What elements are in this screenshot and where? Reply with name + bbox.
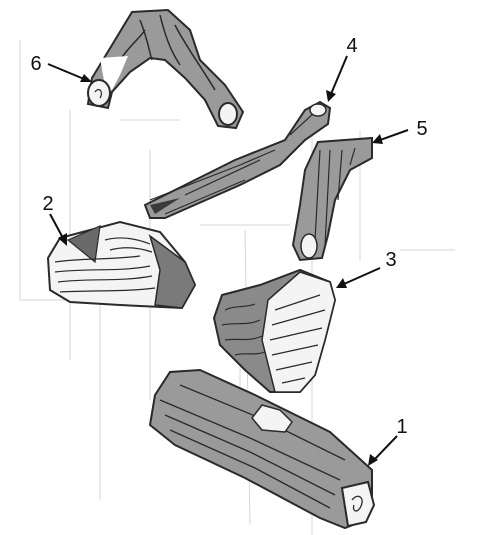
callout-label-1: 1 — [396, 416, 407, 438]
center-log — [214, 270, 335, 392]
arrow-4 — [326, 56, 347, 102]
front-log — [150, 370, 374, 528]
callout-label-6: 6 — [30, 53, 41, 75]
callout-label-3: 3 — [385, 249, 396, 271]
left-log — [48, 222, 195, 308]
arrow-6 — [48, 64, 92, 82]
callout-label-4: 4 — [346, 35, 357, 57]
callout-label-5: 5 — [416, 118, 427, 140]
arrow-1 — [368, 436, 397, 466]
top-forked-log — [88, 10, 243, 128]
arrow-3 — [336, 268, 380, 288]
arrow-5 — [372, 130, 408, 144]
callout-label-2: 2 — [42, 193, 53, 215]
